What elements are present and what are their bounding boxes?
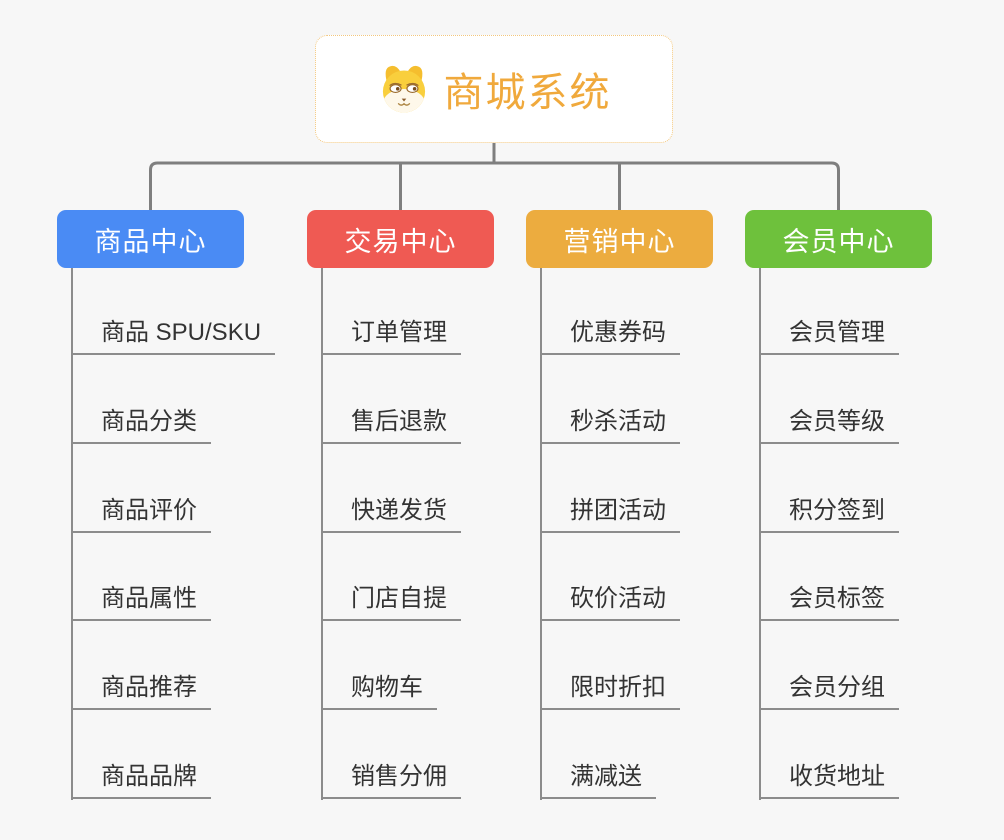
child-node[interactable]: 会员分组: [759, 666, 899, 711]
root-node[interactable]: 商城系统: [315, 35, 673, 143]
child-node[interactable]: 商品属性: [71, 577, 211, 622]
child-node[interactable]: 商品品牌: [71, 755, 211, 799]
child-node[interactable]: 砍价活动: [540, 577, 680, 622]
child-node[interactable]: 商品分类: [71, 400, 211, 444]
child-node[interactable]: 购物车: [321, 666, 437, 711]
child-node[interactable]: 商品 SPU/SKU: [71, 311, 276, 355]
child-node[interactable]: 商品评价: [71, 489, 211, 533]
child-node[interactable]: 订单管理: [321, 311, 461, 355]
child-node[interactable]: 满减送: [540, 755, 656, 799]
child-node[interactable]: 售后退款: [321, 400, 461, 444]
child-node[interactable]: 商品推荐: [71, 666, 211, 711]
child-node[interactable]: 优惠券码: [540, 311, 680, 355]
branch-header-3[interactable]: 营销中心: [526, 210, 713, 268]
branch-header-1[interactable]: 商品中心: [57, 210, 244, 268]
child-node[interactable]: 限时折扣: [540, 666, 680, 711]
child-node[interactable]: 销售分佣: [321, 755, 461, 799]
child-node[interactable]: 积分签到: [759, 489, 899, 533]
child-node[interactable]: 会员标签: [759, 577, 899, 622]
child-node[interactable]: 门店自提: [321, 577, 461, 622]
root-title: 商城系统: [443, 71, 612, 115]
child-node[interactable]: 拼团活动: [540, 489, 680, 533]
child-node[interactable]: 快递发货: [321, 489, 461, 533]
branch-header-4[interactable]: 会员中心: [745, 210, 932, 268]
child-node[interactable]: 会员管理: [759, 311, 899, 355]
dog-face-icon: [377, 62, 431, 116]
child-node[interactable]: 收货地址: [759, 755, 899, 799]
branch-header-2[interactable]: 交易中心: [307, 210, 494, 268]
child-node[interactable]: 秒杀活动: [540, 400, 680, 444]
child-node[interactable]: 会员等级: [759, 400, 899, 444]
